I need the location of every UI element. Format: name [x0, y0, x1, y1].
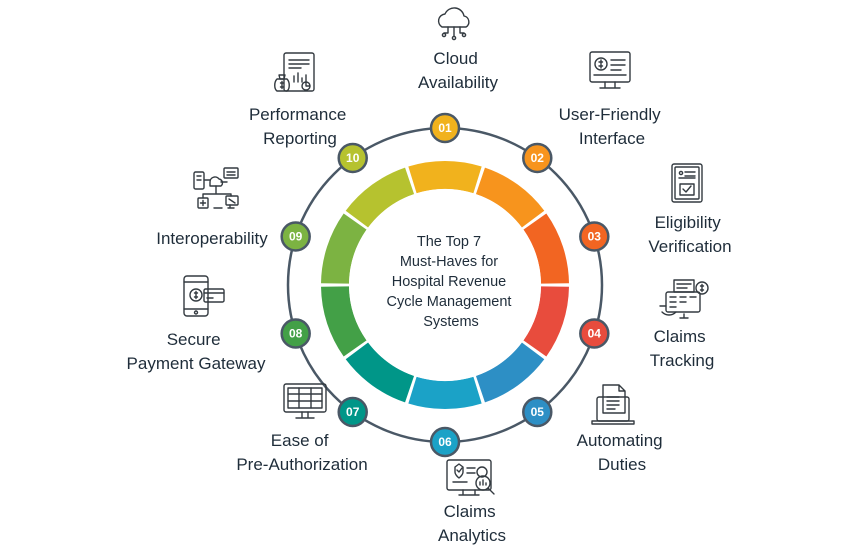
badge-number: 07 — [346, 405, 360, 419]
label-line: Secure — [167, 330, 221, 349]
label-interoperability: Interoperability — [156, 229, 268, 248]
label-line: Claims — [444, 502, 496, 521]
badge-number: 10 — [346, 151, 360, 165]
label-line: Cloud — [433, 49, 477, 68]
label-line: Availability — [418, 73, 499, 92]
badge-01: 01 — [429, 112, 461, 144]
checklist-document-icon — [671, 163, 703, 203]
label-line: Verification — [648, 237, 731, 256]
badge-number: 05 — [531, 405, 545, 419]
center-title-line: The Top 7 — [417, 234, 481, 250]
center-title-line: Must-Haves for — [400, 254, 498, 270]
badge-circle — [280, 318, 311, 349]
badge-06: 06 — [429, 426, 461, 458]
laptop-document-icon — [591, 384, 635, 425]
label-automating-duties: Automating Duties — [577, 431, 668, 474]
badge-circle — [522, 142, 553, 174]
label-line: Reporting — [263, 129, 337, 148]
dollar-monitor-icon — [589, 51, 631, 89]
badge-circle — [579, 318, 610, 349]
label-line: User-Friendly — [559, 105, 662, 124]
ring-segment-09 — [321, 213, 367, 284]
server-monitor-icon — [283, 383, 327, 419]
label-line: Ease of — [271, 431, 329, 450]
badge-04: 04 — [579, 318, 610, 349]
label-line: Performance — [249, 105, 346, 124]
badge-circle — [280, 221, 311, 252]
segment-ring — [321, 161, 569, 409]
label-line: Claims — [654, 327, 706, 346]
label-line: Payment Gateway — [127, 354, 266, 373]
badge-number: 08 — [289, 327, 303, 341]
badge-circle — [429, 112, 461, 144]
badge-08: 08 — [280, 318, 311, 349]
label-line: Eligibility — [655, 213, 722, 232]
center-title: The Top 7 Must-Haves for Hospital Revenu… — [387, 234, 516, 330]
label-performance-reporting: Performance Reporting — [249, 105, 351, 148]
badge-02: 02 — [522, 142, 553, 174]
connected-devices-icon — [193, 167, 239, 209]
ring-segment-04 — [523, 286, 569, 357]
ring-segment-03 — [523, 213, 569, 284]
badge-07: 07 — [337, 396, 368, 428]
label-line: Analytics — [438, 526, 506, 545]
label-claims-analytics: Claims Analytics — [438, 502, 506, 545]
label-eligibility-verification: Eligibility Verification — [648, 213, 731, 256]
analytics-monitor-icon — [446, 459, 495, 496]
ring-segment-10 — [345, 167, 415, 228]
ring-segment-02 — [475, 167, 545, 228]
badge-number: 06 — [438, 435, 452, 449]
label-claims-tracking: Claims Tracking — [650, 327, 715, 370]
badge-circle — [337, 142, 368, 174]
center-title-line: Hospital Revenue — [392, 274, 506, 290]
badge-10: 10 — [337, 142, 368, 174]
money-report-icon — [274, 52, 315, 92]
label-line: Duties — [598, 455, 646, 474]
badge-number: 09 — [289, 230, 303, 244]
badge-circle — [579, 221, 610, 252]
label-cloud-availability: Cloud Availability — [418, 49, 499, 92]
center-title-line: Cycle Management — [387, 294, 512, 310]
badge-03: 03 — [579, 221, 610, 252]
label-line: Interface — [579, 129, 645, 148]
badge-05: 05 — [522, 396, 553, 428]
badge-number: 02 — [531, 151, 545, 165]
label-secure-payment-gateway: Secure Payment Gateway — [127, 330, 266, 373]
badge-number: 01 — [438, 121, 452, 135]
label-line: Tracking — [650, 351, 715, 370]
number-badges: 01 02 03 04 05 06 07 08 09 10 — [280, 112, 610, 458]
badge-09: 09 — [280, 221, 311, 252]
ring-segment-07 — [345, 342, 415, 403]
badge-circle — [337, 396, 368, 428]
label-user-friendly-interface: User-Friendly Interface — [559, 105, 666, 148]
ring-segment-01 — [408, 161, 482, 194]
badge-number: 04 — [588, 327, 602, 341]
badge-number: 03 — [588, 230, 602, 244]
label-line: Interoperability — [156, 229, 268, 248]
mobile-payment-icon — [183, 275, 225, 317]
label-line: Automating — [577, 431, 663, 450]
label-line: Pre-Authorization — [236, 455, 367, 474]
ring-segment-06 — [408, 376, 482, 409]
badge-circle — [522, 396, 553, 428]
inner-white-disc — [349, 189, 541, 381]
cloud-network-icon — [437, 7, 470, 41]
label-ease-of-pre-authorization: Ease of Pre-Authorization — [236, 431, 367, 474]
ring-segment-08 — [321, 286, 367, 357]
badge-circle — [429, 426, 461, 458]
ring-segment-05 — [475, 342, 545, 403]
center-title-line: Systems — [423, 314, 479, 330]
billing-machine-icon — [659, 279, 709, 319]
